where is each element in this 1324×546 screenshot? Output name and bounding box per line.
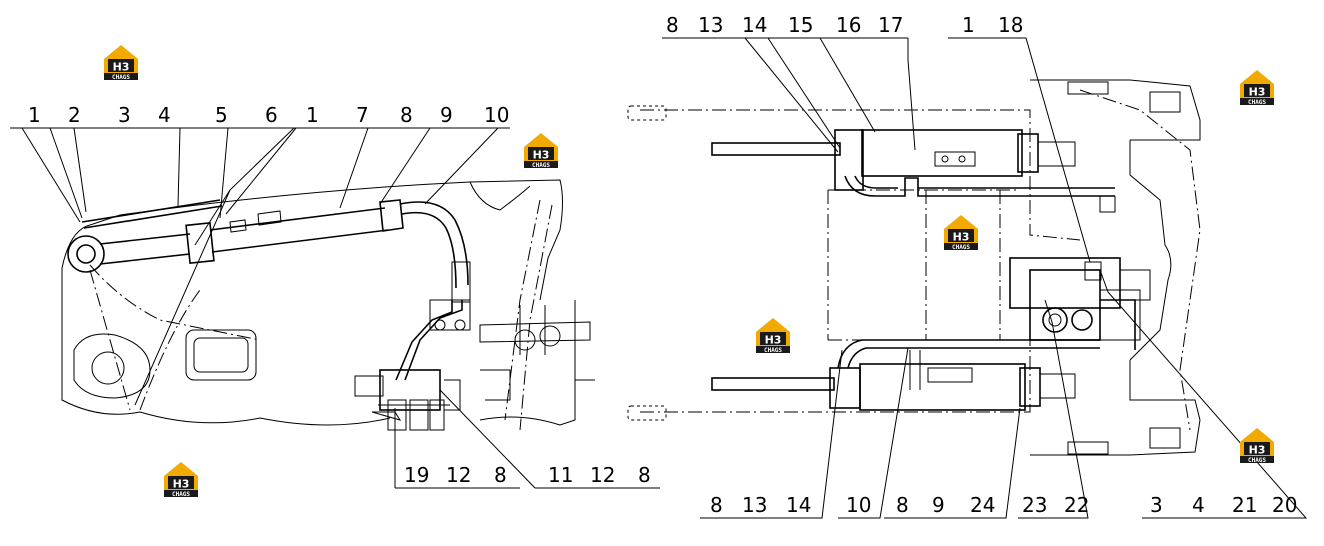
callout: 15 [788, 13, 813, 37]
right-plan-view [627, 79, 1201, 456]
logo-mark-text: H3 [113, 61, 130, 74]
callout: 8 [710, 493, 723, 517]
logo-plate [1244, 84, 1270, 97]
logo-band [1240, 98, 1274, 105]
callout: 8 [666, 13, 679, 37]
callout: 10 [846, 493, 871, 517]
callout: 18 [998, 13, 1023, 37]
callout: 21 [1232, 493, 1257, 517]
logo-mark-text: H3 [1249, 86, 1266, 99]
logo-sub-text: CHAGS [172, 491, 190, 498]
callout: 19 [404, 463, 429, 487]
callout: 3 [1150, 493, 1163, 517]
callout: 1 [962, 13, 975, 37]
logo-plate [1244, 442, 1270, 455]
callout: 11 [548, 463, 573, 487]
logo-sub-text: CHAGS [1248, 99, 1266, 106]
callout: 14 [742, 13, 767, 37]
logo-band [944, 243, 978, 250]
logo-mark-text: H3 [765, 334, 782, 347]
logo-plate [948, 229, 974, 242]
callout: 8 [638, 463, 651, 487]
logo-mark-text: H3 [1249, 444, 1266, 457]
callouts-left-top: 1 2 3 4 5 6 1 7 8 9 10 [28, 103, 509, 127]
logo-band [104, 73, 138, 80]
callout: 24 [970, 493, 995, 517]
logo-plate [108, 59, 134, 72]
logo-band [164, 490, 198, 497]
callout: 14 [786, 493, 811, 517]
callout: 20 [1272, 493, 1297, 517]
callouts-right-bottom: 8 13 14 10 8 9 24 23 22 3 4 21 20 [710, 493, 1297, 517]
callout: 5 [215, 103, 228, 127]
callout: 1 [28, 103, 41, 127]
callout: 12 [590, 463, 615, 487]
callouts-left-bottom: 19 12 8 11 12 8 [404, 463, 651, 487]
logo-mark-text: H3 [173, 478, 190, 491]
left-callout-leaders [10, 127, 660, 489]
logo-band [756, 346, 790, 353]
logo-sub-text: CHAGS [112, 74, 130, 81]
callout: 3 [118, 103, 131, 127]
logo-plate [760, 332, 786, 345]
logo-band [1240, 456, 1274, 463]
logo-plate [528, 147, 554, 160]
callout: 23 [1022, 493, 1047, 517]
logo-plate [168, 476, 194, 489]
logo-mark-text: H3 [533, 149, 550, 162]
logo-band [524, 161, 558, 168]
callout: 4 [1192, 493, 1205, 517]
callout: 10 [484, 103, 509, 127]
logo-sub-text: CHAGS [532, 162, 550, 169]
callout: 22 [1064, 493, 1089, 517]
callout: 12 [446, 463, 471, 487]
callout: 6 [265, 103, 278, 127]
callout: 1 [306, 103, 319, 127]
left-side-view [61, 179, 595, 431]
callout: 13 [698, 13, 723, 37]
logo-sub-text: CHAGS [1248, 457, 1266, 464]
callout: 9 [932, 493, 945, 517]
logo-sub-text: CHAGS [764, 347, 782, 354]
callout: 17 [878, 13, 903, 37]
callout: 8 [494, 463, 507, 487]
callout: 8 [400, 103, 413, 127]
callout: 13 [742, 493, 767, 517]
callout: 8 [896, 493, 909, 517]
callout: 9 [440, 103, 453, 127]
callout: 4 [158, 103, 171, 127]
right-callout-leaders [662, 37, 1308, 519]
callout: 16 [836, 13, 861, 37]
logo-mark-text: H3 [953, 231, 970, 244]
callouts-right-top: 8 13 14 15 16 17 1 18 [666, 13, 1023, 37]
logo-sub-text: CHAGS [952, 244, 970, 251]
callout: 2 [68, 103, 81, 127]
callout: 7 [356, 103, 369, 127]
